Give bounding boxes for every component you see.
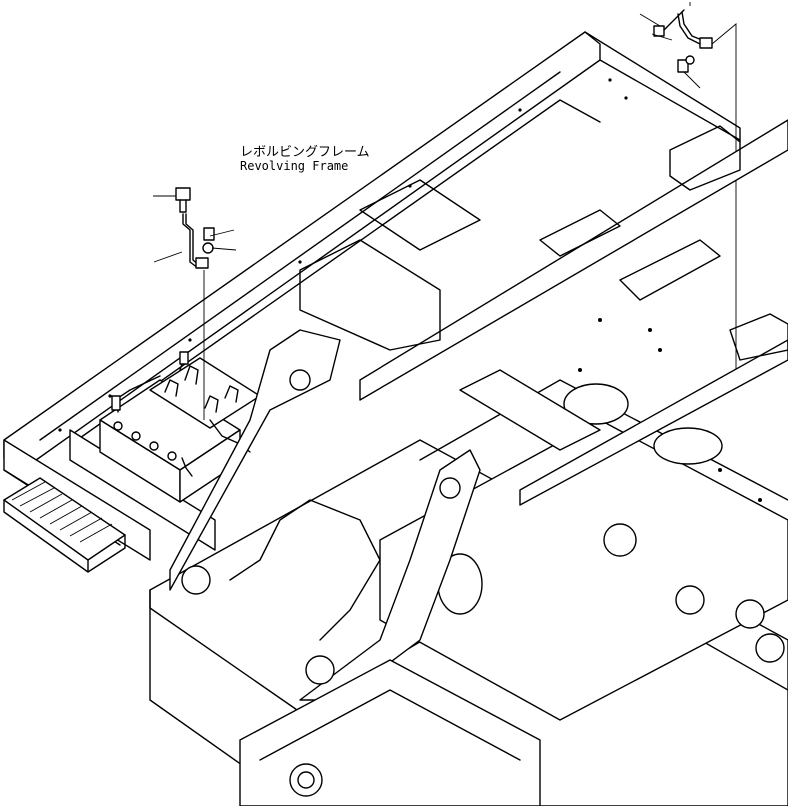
part-name-jp: レボルビングフレーム (240, 145, 370, 160)
step (3, 477, 126, 573)
battery-left (99, 379, 241, 503)
boom-bracket (169, 329, 481, 701)
rear-box (239, 659, 541, 806)
part-name-en: Revolving Frame (240, 159, 348, 173)
hose-part-exploded (639, 2, 737, 380)
right-beams (299, 119, 788, 506)
cable-part-exploded (153, 187, 237, 420)
